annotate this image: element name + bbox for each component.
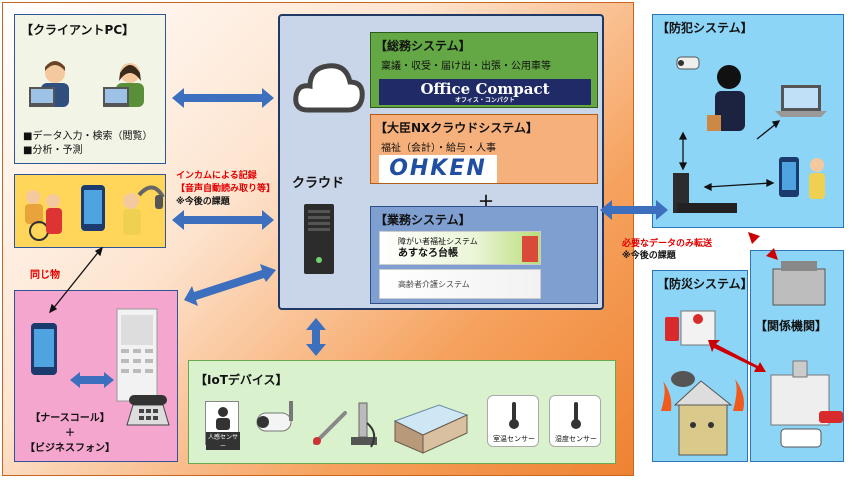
asunaro-banner-line1: 障がい者福祉システム: [398, 237, 478, 246]
asunaro-banner-line2: あすなろ台帳: [398, 248, 458, 259]
caregivers-smartphone-illustration: [25, 185, 165, 241]
soumu-system-box: 【総務システム】 稟議・収受・届け出・出張・公用車等 Office Compac…: [370, 32, 598, 108]
iot-devices-box: 【IoTデバイス】 人感センサー 室温センサー 湿度センサー: [188, 360, 616, 464]
office-compact-logo-text: Office Compact: [420, 80, 550, 98]
daijin-desc: 福祉（会計）・給与・人事: [381, 143, 496, 154]
incam-note-line1: インカムによる記録: [176, 171, 257, 181]
arrow-incam-nurse: [51, 249, 101, 311]
nurse-call-plus: ＋: [65, 428, 75, 439]
arrow-security-agencies: [748, 232, 778, 260]
office-compact-logo: Office Compact オフィス・コンパクト: [379, 79, 591, 105]
arrow-phone-nurse: [70, 372, 114, 388]
server-icon: [304, 204, 334, 274]
soumu-title: 【総務システム】: [375, 39, 471, 53]
client-pc-bullet-1: ■データ入力・検索（閲覧）: [23, 131, 153, 142]
arrow-cloud-security: [600, 200, 668, 220]
elderly-care-banner: 高齢者介護システム: [379, 269, 541, 299]
room-temperature-sensor-icon: 室温センサー: [487, 395, 539, 447]
incam-note-line2: 【音声自動読み取り等】: [176, 184, 276, 194]
disaster-prevention-box: 【防災システム】: [652, 270, 753, 462]
gyomu-title: 【業務システム】: [375, 213, 471, 227]
office-compact-logo-sub: オフィス・コンパクト: [455, 97, 515, 104]
elderly-care-banner-text: 高齢者介護システム: [398, 280, 470, 289]
client-pc-box: 【クライアントPC】 ■データ入力・検索（閲覧） ■分析・予測: [14, 14, 166, 164]
business-phone-icon: [126, 395, 170, 426]
disaster-prevention-illustration: [661, 310, 744, 456]
person-sensor-label: 人感センサー: [206, 432, 240, 450]
humidity-sensor-label: 湿度センサー: [555, 435, 597, 443]
arrow-incam-cloud: [172, 210, 274, 230]
arrow-nurse-cloud: [184, 264, 276, 306]
gyomu-system-box: 【業務システム】 障がい者福祉システム あすなろ台帳 高齢者介護システム: [370, 206, 598, 304]
related-agencies-box: 【関係機関】: [750, 250, 844, 462]
nurse-call-devices-illustration: [31, 308, 158, 402]
iot-title: 【IoTデバイス】: [195, 373, 288, 387]
room-temperature-sensor-label: 室温センサー: [493, 435, 535, 443]
nurse-call-label: 【ナースコール】: [30, 413, 110, 424]
care-bed-icon: [393, 404, 469, 454]
asunaro-banner: 障がい者福祉システム あすなろ台帳: [379, 231, 541, 265]
crime-prevention-illustration: [673, 56, 827, 213]
daijin-system-box: 【大臣NXクラウドシステム】 福祉（会計）・給与・人事 OHKEN: [370, 114, 598, 184]
arrow-client-cloud: [172, 88, 274, 108]
soumu-desc: 稟議・収受・届け出・出張・公用車等: [381, 61, 551, 72]
related-agencies-illustration: [770, 261, 843, 448]
person-sensor-icon: 人感センサー: [205, 401, 240, 450]
incam-note-line3: ※今後の課題: [176, 197, 230, 207]
cloud-label: クラウド: [292, 176, 345, 191]
transfer-note-line2: ※今後の課題: [622, 251, 676, 261]
security-camera-icon: [256, 401, 293, 432]
ohken-logo: OHKEN: [379, 155, 497, 183]
transfer-note-line1: 必要なデータのみ転送: [622, 239, 713, 249]
incam-box: [14, 174, 166, 248]
arrow-cloud-iot: [306, 318, 326, 356]
office-workers-illustration: [29, 61, 144, 107]
crime-prevention-title: 【防犯システム】: [657, 21, 753, 35]
blood-pressure-monitor-icon: [351, 402, 377, 448]
thermometer-icon: [313, 411, 347, 445]
asunaro-banner-emblem: [522, 236, 538, 262]
arrow-disaster-agencies: [708, 340, 766, 372]
same-thing-label: 同じ物: [30, 270, 60, 281]
daijin-title: 【大臣NXクラウドシステム】: [375, 121, 538, 135]
client-pc-title: 【クライアントPC】: [21, 23, 135, 37]
business-phone-label: 【ビジネスフォン】: [25, 443, 115, 454]
disaster-prevention-title: 【防災システム】: [657, 277, 753, 291]
client-pc-bullet-2: ■分析・予測: [23, 145, 83, 156]
related-agencies-title: 【関係機関】: [755, 319, 828, 333]
crime-prevention-box: 【防犯システム】: [652, 14, 844, 228]
cloud-icon: [293, 63, 365, 113]
humidity-sensor-icon: 湿度センサー: [549, 395, 601, 447]
